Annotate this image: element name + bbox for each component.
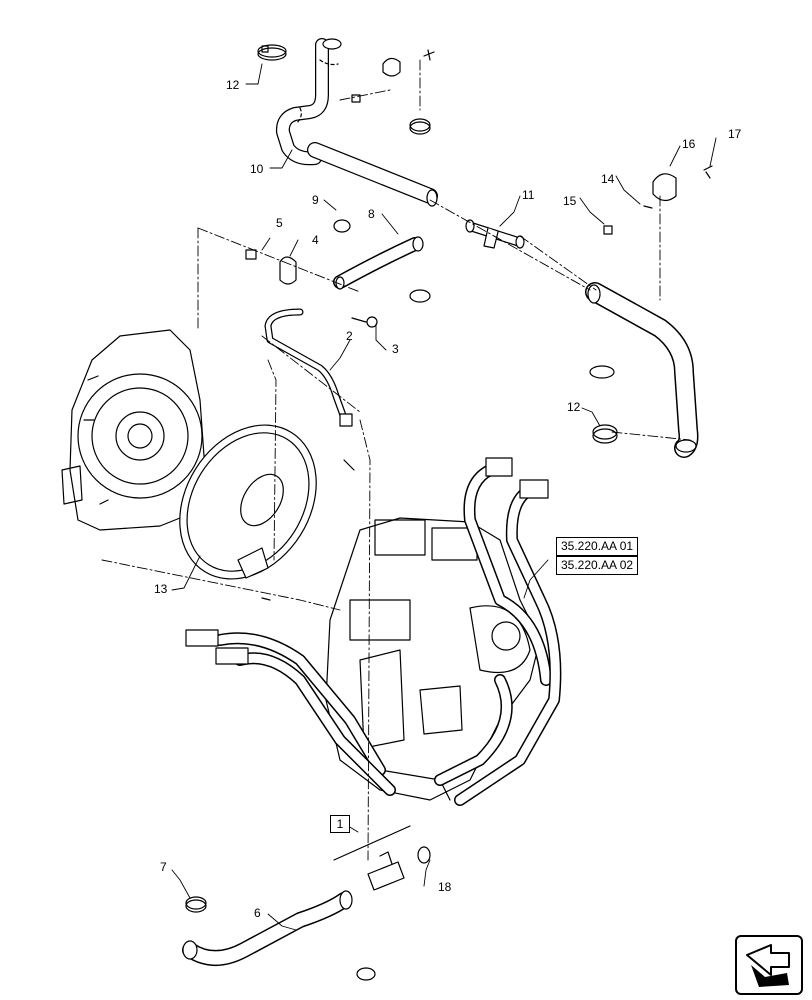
part-8-small-hose [333,219,431,303]
callout-14: 14 [601,172,615,186]
callout-5: 5 [276,216,283,230]
part-10-upper-hose [275,38,438,207]
next-page-arrow-icon[interactable] [735,935,803,995]
leader-lines [171,63,717,931]
callout-12-top: 12 [226,78,240,92]
part-2-tube [264,308,353,427]
part-1-tee-assembly [333,825,431,891]
hydraulic-hoses-right [434,457,562,806]
assembly-lines [101,59,691,861]
hydraulic-pump-assembly [325,517,541,801]
arrow-icon-graphic [746,944,790,987]
callout-2: 2 [346,329,353,343]
part-11-tee-fitting [465,219,525,249]
callout-11: 11 [522,188,535,202]
parts-14-17-hardware [603,165,713,235]
part-12-clamp-top [257,44,287,61]
callout-3: 3 [392,342,399,356]
callout-10: 10 [250,162,264,176]
callout-7: 7 [160,860,167,874]
flywheel-housing [61,329,206,531]
callout-17: 17 [728,127,742,141]
callout-12-bottom: 12 [567,400,581,414]
callout-13: 13 [154,582,168,596]
callout-16: 16 [682,137,696,151]
part-6-lower-hose [182,890,376,981]
reference-35-220-aa-01[interactable]: 35.220.AA 01 [556,537,639,556]
parts-3-4-5 [245,249,378,328]
part-12-lower-right-hose [585,282,699,458]
callout-18: 18 [438,880,452,894]
upper-fasteners [351,49,435,135]
part-13-flex-plate [179,424,355,601]
callout-6: 6 [254,906,261,920]
reference-35-220-aa-02[interactable]: 35.220.AA 02 [556,556,639,575]
hydraulic-hoses-left [185,629,396,796]
callout-15: 15 [563,194,577,208]
callout-9: 9 [312,193,319,207]
callout-1-box: 1 [330,815,350,833]
callout-4: 4 [312,233,319,247]
callout-8: 8 [368,207,375,221]
